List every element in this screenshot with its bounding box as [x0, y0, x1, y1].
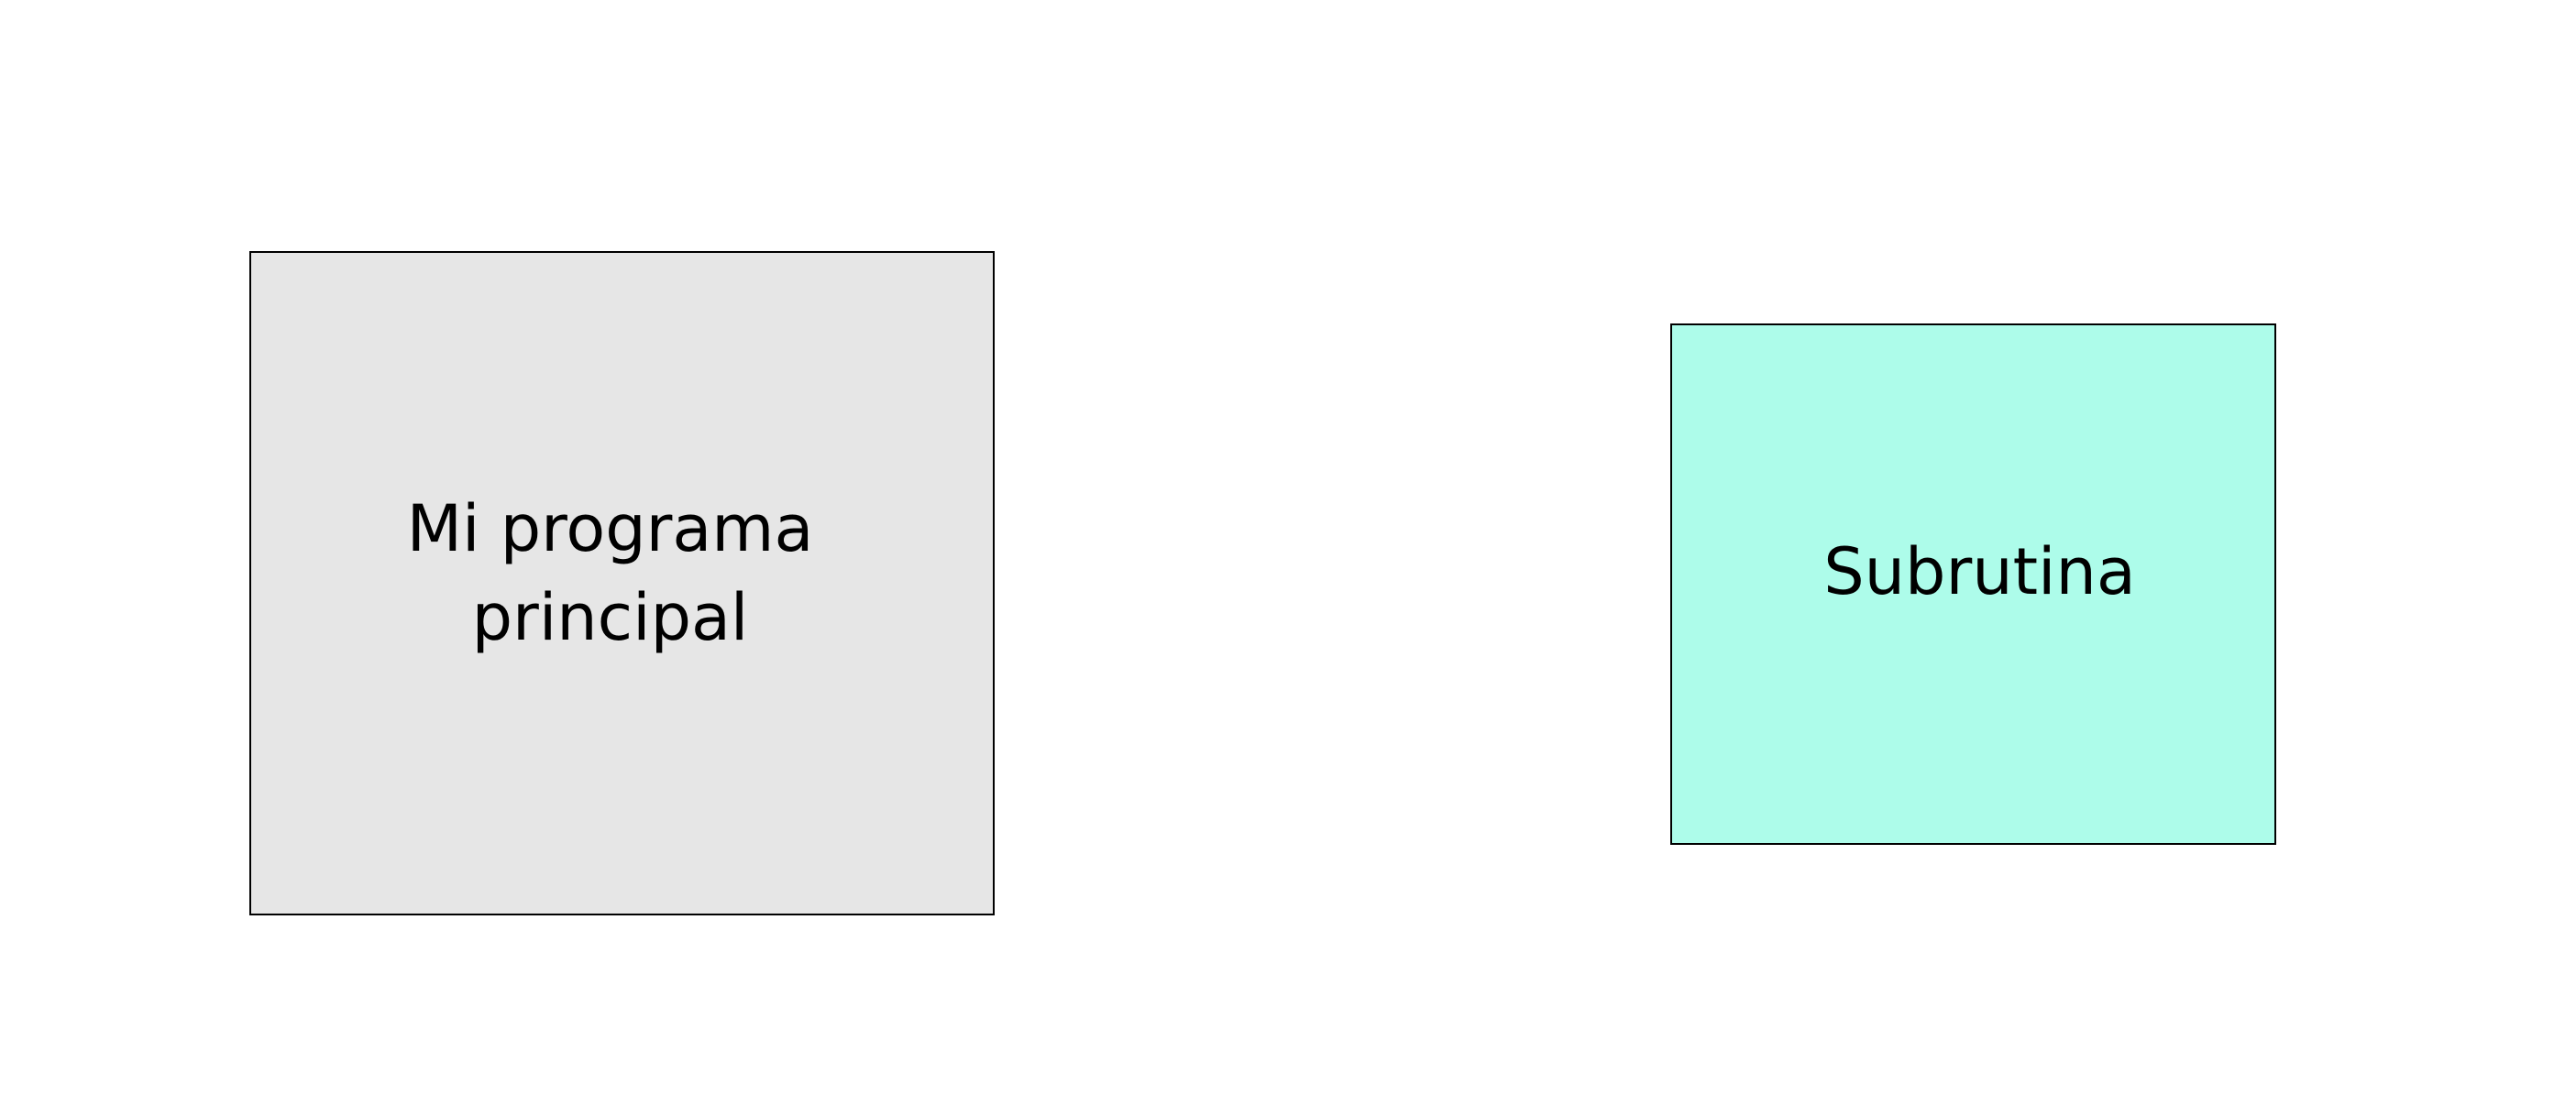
main-program-label: Mi programa principal	[406, 491, 814, 655]
subroutine-label: Subrutina	[1823, 534, 2136, 609]
subroutine-box: Subrutina	[1670, 323, 2276, 845]
main-program-box: Mi programa principal	[249, 251, 995, 915]
